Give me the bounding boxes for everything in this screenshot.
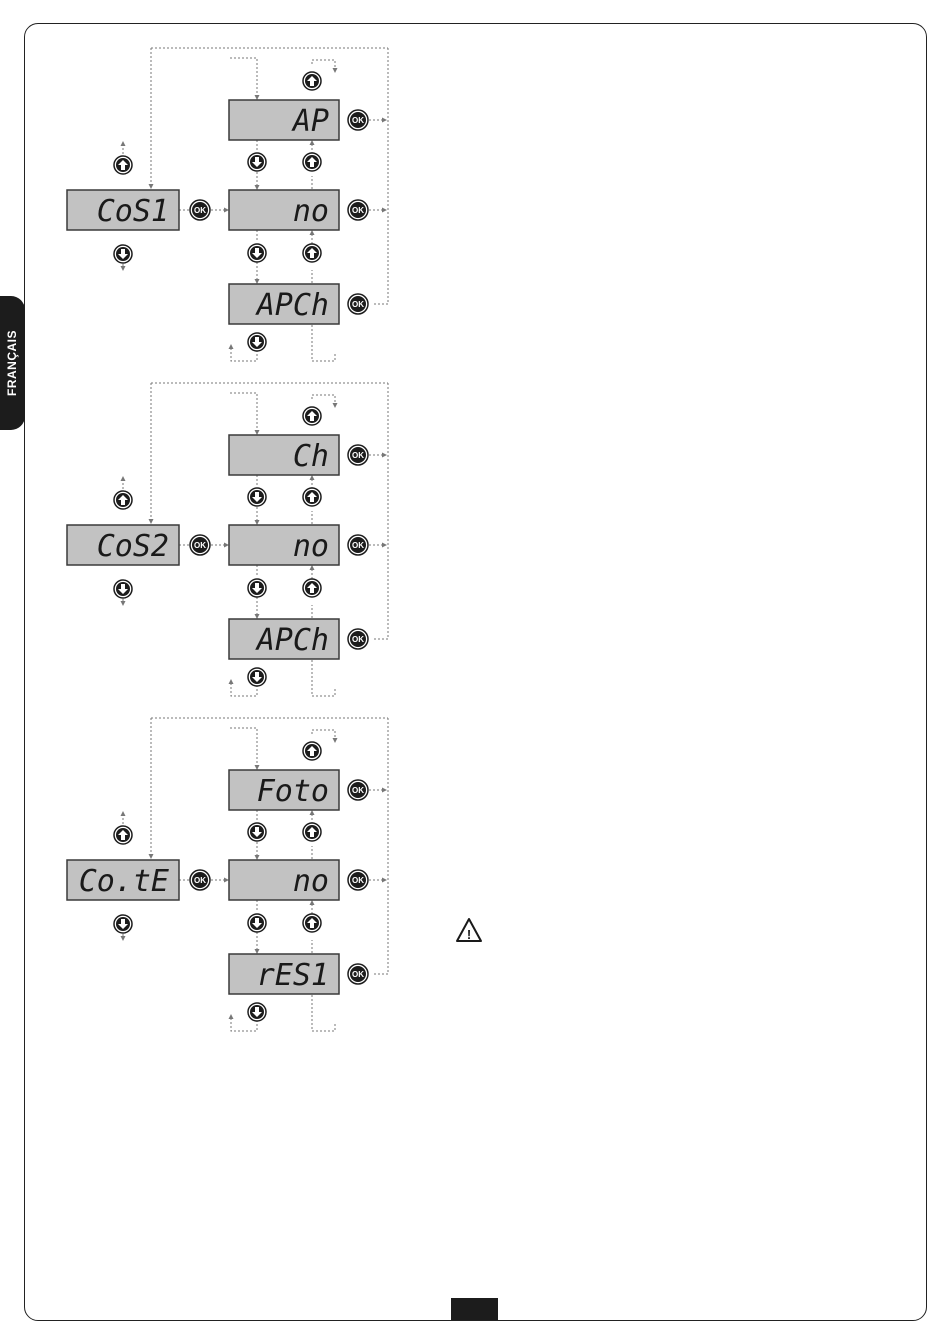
wrap-top-line <box>230 58 257 99</box>
ok-label: OK <box>352 635 364 644</box>
lcd-text: rES1 <box>257 958 329 993</box>
ok-button-icon: OK <box>348 200 368 220</box>
ok-label: OK <box>194 206 206 215</box>
wrap-bottom-right-line <box>312 995 335 1031</box>
down-arrow-button-icon <box>114 245 132 263</box>
right-return-line <box>372 383 388 639</box>
option-lcd-display: Ch <box>229 435 339 475</box>
ok-label: OK <box>352 116 364 125</box>
ok-button-icon: OK <box>348 110 368 130</box>
up-arrow-button-icon <box>114 491 132 509</box>
right-return-line <box>372 48 388 304</box>
wrap-top-right-line <box>312 730 335 742</box>
down-arrow-button-icon <box>248 488 266 506</box>
ok-label: OK <box>352 451 364 460</box>
wrap-top-line <box>230 728 257 769</box>
option-lcd-display: APCh <box>229 284 339 324</box>
lcd-text: Co.tE <box>79 864 169 899</box>
wrap-top-line <box>230 393 257 434</box>
lcd-text: APCh <box>255 288 329 323</box>
wrap-bottom-right-line <box>312 660 335 696</box>
option-lcd-display: rES1 <box>229 954 339 994</box>
ok-button-icon: OK <box>348 870 368 890</box>
lcd-text: no <box>293 194 329 229</box>
main-lcd-display: CoS2 <box>67 525 179 565</box>
down-arrow-button-icon <box>248 1003 266 1021</box>
ok-label: OK <box>194 541 206 550</box>
lcd-text: Ch <box>293 439 329 474</box>
ok-label: OK <box>352 206 364 215</box>
wrap-top-right-line <box>312 395 335 407</box>
up-arrow-button-icon <box>303 244 321 262</box>
option-lcd-display: no <box>229 190 339 230</box>
ok-button-icon: OK <box>190 535 210 555</box>
ok-label: OK <box>194 876 206 885</box>
ok-button-icon: OK <box>348 535 368 555</box>
lcd-text: APCh <box>255 623 329 658</box>
down-arrow-button-icon <box>248 333 266 351</box>
lcd-text: CoS2 <box>97 529 169 564</box>
option-lcd-display: no <box>229 860 339 900</box>
up-arrow-button-icon <box>303 742 321 760</box>
ok-label: OK <box>352 541 364 550</box>
wrap-top-right-line <box>312 60 335 72</box>
option-lcd-display: APCh <box>229 619 339 659</box>
down-arrow-button-icon <box>248 823 266 841</box>
lcd-text: CoS1 <box>97 194 169 229</box>
up-arrow-button-icon <box>303 823 321 841</box>
down-arrow-button-icon <box>114 915 132 933</box>
down-arrow-button-icon <box>248 153 266 171</box>
up-arrow-button-icon <box>114 156 132 174</box>
option-lcd-display: Foto <box>229 770 339 810</box>
up-arrow-button-icon <box>303 914 321 932</box>
down-arrow-button-icon <box>248 579 266 597</box>
up-arrow-button-icon <box>303 488 321 506</box>
ok-button-icon: OK <box>190 200 210 220</box>
down-arrow-button-icon <box>114 580 132 598</box>
right-return-line <box>372 718 388 974</box>
down-arrow-button-icon <box>248 668 266 686</box>
lcd-text: AP <box>291 104 329 139</box>
ok-button-icon: OK <box>348 964 368 984</box>
down-arrow-button-icon <box>248 244 266 262</box>
warning-mark: ! <box>467 927 471 942</box>
down-arrow-button-icon <box>248 914 266 932</box>
up-arrow-button-icon <box>303 153 321 171</box>
lcd-text: Foto <box>257 774 329 809</box>
main-lcd-display: CoS1 <box>67 190 179 230</box>
ok-button-icon: OK <box>348 445 368 465</box>
ok-label: OK <box>352 876 364 885</box>
ok-button-icon: OK <box>348 294 368 314</box>
ok-button-icon: OK <box>190 870 210 890</box>
up-arrow-button-icon <box>114 826 132 844</box>
up-arrow-button-icon <box>303 579 321 597</box>
up-arrow-button-icon <box>303 407 321 425</box>
ok-button-icon: OK <box>348 629 368 649</box>
ok-button-icon: OK <box>348 780 368 800</box>
ok-label: OK <box>352 300 364 309</box>
up-arrow-button-icon <box>303 72 321 90</box>
option-lcd-display: AP <box>229 100 339 140</box>
ok-label: OK <box>352 970 364 979</box>
wrap-bottom-right-line <box>312 325 335 361</box>
option-lcd-display: no <box>229 525 339 565</box>
main-lcd-display: Co.tE <box>67 860 179 900</box>
lcd-text: no <box>293 529 329 564</box>
ok-label: OK <box>352 786 364 795</box>
lcd-text: no <box>293 864 329 899</box>
warning-triangle-icon: ! <box>457 919 481 942</box>
